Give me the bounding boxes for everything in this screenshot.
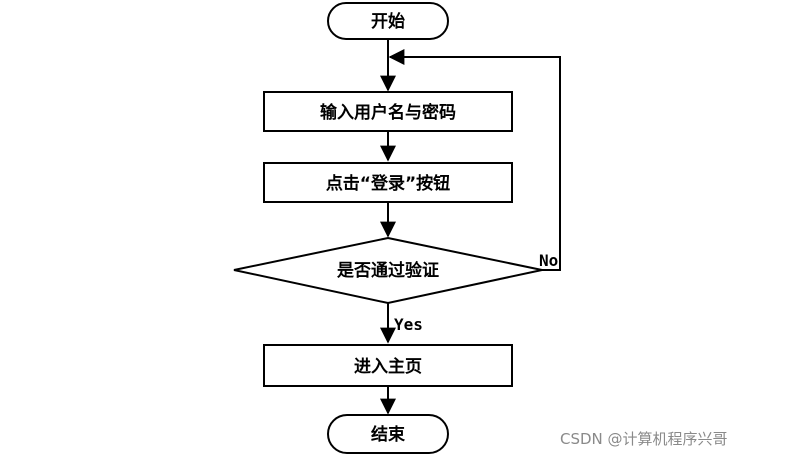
end-terminal: 结束 xyxy=(327,414,449,454)
input-credentials-process: 输入用户名与密码 xyxy=(263,91,513,132)
click-login-label: 点击“登录”按钮 xyxy=(326,173,450,194)
verification-label: 是否通过验证 xyxy=(337,260,439,281)
end-label: 结束 xyxy=(371,424,405,445)
input-credentials-label: 输入用户名与密码 xyxy=(320,102,456,123)
verification-decision: 是否通过验证 xyxy=(233,236,543,305)
enter-homepage-process: 进入主页 xyxy=(263,344,513,387)
yes-label: Yes xyxy=(394,315,423,334)
start-terminal: 开始 xyxy=(327,2,449,40)
start-label: 开始 xyxy=(371,11,405,32)
csdn-watermark: CSDN @计算机程序兴哥 xyxy=(560,430,728,448)
edge-no-loop xyxy=(388,49,561,271)
click-login-process: 点击“登录”按钮 xyxy=(263,162,513,203)
no-label: No xyxy=(539,251,558,270)
enter-homepage-label: 进入主页 xyxy=(354,356,422,377)
